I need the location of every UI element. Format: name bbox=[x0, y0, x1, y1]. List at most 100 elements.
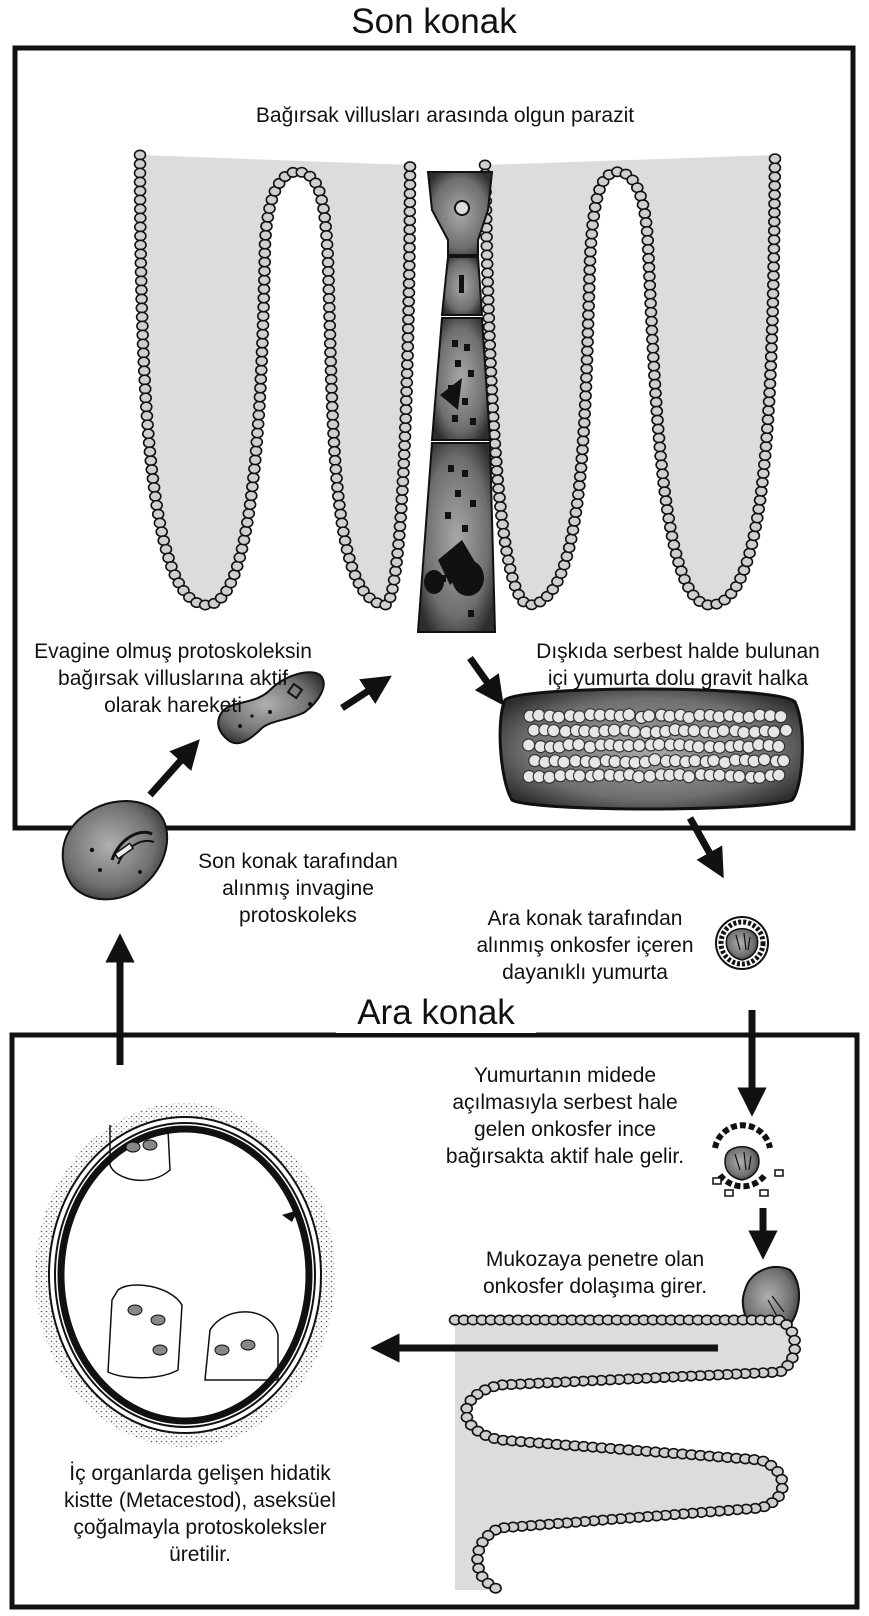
villus-bead bbox=[326, 393, 337, 402]
villus-bead bbox=[402, 351, 413, 360]
villus-bead bbox=[389, 575, 400, 584]
villus-bead bbox=[768, 280, 779, 289]
villus-bead bbox=[385, 593, 396, 602]
villus-bead bbox=[492, 466, 503, 475]
villus-bead bbox=[257, 338, 268, 347]
villus-bead bbox=[638, 200, 649, 209]
villus-bead bbox=[768, 244, 779, 253]
villus-bead bbox=[404, 270, 415, 279]
villus-bead bbox=[789, 1336, 800, 1345]
villus-bead bbox=[135, 150, 146, 159]
villus-bead bbox=[150, 492, 161, 501]
villus-bead bbox=[323, 267, 334, 276]
villus-bead bbox=[641, 218, 652, 227]
villus-bead bbox=[149, 483, 160, 492]
egg bbox=[574, 770, 586, 782]
villus-bead bbox=[767, 307, 778, 316]
villus-bead bbox=[753, 504, 764, 513]
villus-bead bbox=[750, 522, 761, 531]
villus-bead bbox=[136, 276, 147, 285]
villus-bead bbox=[644, 263, 655, 272]
villus-bead bbox=[256, 365, 267, 374]
villus-bead bbox=[396, 495, 407, 504]
villus-bead bbox=[404, 252, 415, 261]
villus-bead bbox=[136, 294, 147, 303]
villus-bead bbox=[156, 527, 167, 536]
villus-bead bbox=[245, 500, 256, 509]
villus-bead bbox=[649, 371, 660, 380]
egg bbox=[683, 771, 695, 783]
villus-bead bbox=[314, 187, 325, 196]
villus-bead bbox=[748, 531, 759, 540]
villus-bead bbox=[252, 428, 263, 437]
released-oncosphere bbox=[713, 1125, 783, 1196]
villus-bead bbox=[398, 468, 409, 477]
egg bbox=[553, 711, 565, 723]
villus-bead bbox=[500, 538, 511, 547]
villus-bead bbox=[586, 229, 597, 238]
villus-bead bbox=[656, 460, 667, 469]
villus-bead bbox=[342, 545, 353, 554]
villus-bead bbox=[643, 245, 654, 254]
villus-bead bbox=[324, 321, 335, 330]
villus-bead bbox=[485, 349, 496, 358]
villus-bead bbox=[768, 289, 779, 298]
final-host-title: Son konak bbox=[334, 2, 534, 42]
villus-bead bbox=[575, 472, 586, 481]
villus-bead bbox=[135, 186, 146, 195]
egg bbox=[718, 725, 730, 737]
egg bbox=[773, 769, 785, 781]
villus-bead bbox=[325, 348, 336, 357]
villus-bead bbox=[394, 531, 405, 540]
villus-bead bbox=[765, 361, 776, 370]
villus-bead bbox=[404, 198, 415, 207]
villus-bead bbox=[482, 259, 493, 268]
label-cyst-line1: İç organlarda gelişen hidatik bbox=[30, 1460, 370, 1487]
villus-bead bbox=[391, 558, 402, 567]
villus-bead bbox=[140, 384, 151, 393]
villus-bead bbox=[401, 405, 412, 414]
villus-bead bbox=[329, 438, 340, 447]
label-hydatid-cyst: İç organlarda gelişen hidatik kistte (Me… bbox=[30, 1460, 370, 1568]
villus-bead bbox=[250, 455, 261, 464]
villus-bead bbox=[139, 366, 150, 375]
villus-bead bbox=[583, 319, 594, 328]
gravid-proglottid bbox=[500, 689, 802, 809]
label-egg-line1: Ara konak tarafından bbox=[450, 905, 720, 932]
villus-bead bbox=[569, 517, 580, 526]
villus-bead bbox=[581, 364, 592, 373]
villus-bead bbox=[402, 342, 413, 351]
label-ingested-protoscolex: Son konak tarafından alınmış invagine pr… bbox=[178, 848, 418, 929]
villus-bead bbox=[491, 457, 502, 466]
villus-bead bbox=[485, 367, 496, 376]
villus-bead bbox=[581, 382, 592, 391]
egg bbox=[608, 724, 620, 736]
villus-bead bbox=[135, 249, 146, 258]
label-cyst-line3: çoğalmayla protoskoleksler bbox=[30, 1514, 370, 1541]
villus-bead bbox=[767, 325, 778, 334]
villus-bead bbox=[404, 261, 415, 270]
villus-bead bbox=[769, 181, 780, 190]
villus-bead bbox=[400, 423, 411, 432]
villus-bead bbox=[583, 310, 594, 319]
villus-bead bbox=[486, 376, 497, 385]
villus-bead bbox=[665, 523, 676, 532]
egg bbox=[733, 770, 745, 782]
villus-bead bbox=[320, 222, 331, 231]
villus-bead bbox=[253, 410, 264, 419]
villus-bead bbox=[657, 469, 668, 478]
villus-bead bbox=[403, 288, 414, 297]
villus-bead bbox=[759, 460, 770, 469]
villus-bead bbox=[322, 249, 333, 258]
villus-bead bbox=[763, 406, 774, 415]
villus-bead bbox=[648, 353, 659, 362]
egg bbox=[560, 725, 572, 737]
egg-cluster bbox=[523, 709, 793, 784]
label-oncosphere-released: Yumurtanın midede açılmasıyla serbest ha… bbox=[420, 1062, 710, 1170]
villus-bead bbox=[642, 236, 653, 245]
villus-bead bbox=[580, 400, 591, 409]
villus-bead bbox=[505, 564, 516, 573]
arrow-protoscolex-to-evagination bbox=[150, 748, 192, 795]
villus-bead bbox=[324, 303, 335, 312]
villus-bead bbox=[135, 213, 146, 222]
